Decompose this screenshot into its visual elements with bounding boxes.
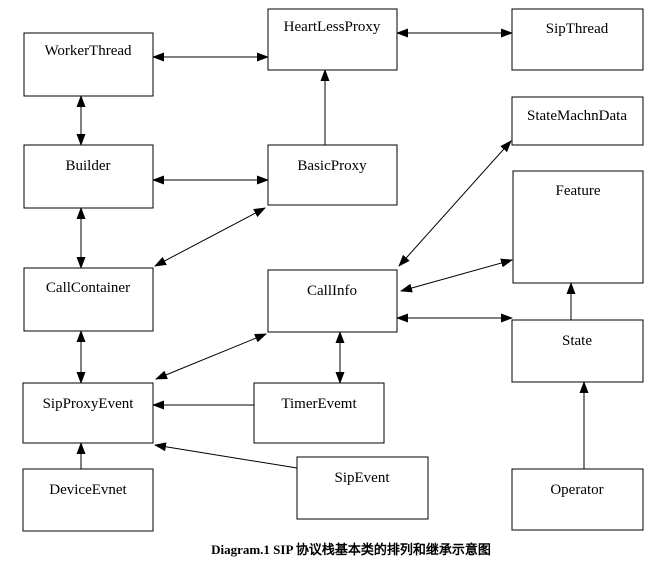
edge-sipevent-sipproxyevent [154,442,298,469]
node-basic-proxy-box [267,144,398,206]
diagram-caption: Diagram.1 SIP 协议栈基本类的排列和继承示意图 [211,542,491,557]
edge-callinfo-feature [400,258,513,293]
node-call-info-label: CallInfo [307,283,357,299]
node-sip-proxy-event-label: SipProxyEvent [43,396,135,412]
node-sip-thread-box [511,8,644,71]
node-state-label: State [562,333,592,349]
node-state-box [511,319,644,383]
node-state-machn-data-box [511,96,644,146]
node-sip-event-label: SipEvent [335,470,391,486]
node-sip-event-box [296,456,429,520]
node-builder-label: Builder [66,158,111,174]
node-worker-thread-label: WorkerThread [44,43,132,59]
node-worker-thread-box [23,32,154,97]
node-feature-label: Feature [556,183,601,199]
node-feature-box [512,170,644,284]
node-operator-label: Operator [550,482,603,498]
edge-sipproxyevent-callinfo [155,333,267,380]
node-call-container-box [23,267,154,332]
node-device-evnet-label: DeviceEvnet [49,482,127,498]
node-state-machn-data-label: StateMachnData [527,108,627,124]
edge-callinfo-statemachndata [398,140,512,267]
node-builder-box [23,144,154,209]
node-sip-thread-label: SipThread [546,21,609,37]
node-timer-evemt-box [253,382,385,444]
node-device-evnet-box [22,468,154,532]
node-sip-proxy-event-box [22,382,154,444]
node-call-container-label: CallContainer [46,280,130,296]
node-heartless-proxy-label: HeartLessProxy [284,19,381,35]
node-heartless-proxy-box [267,8,398,71]
node-operator-box [511,468,644,531]
node-timer-evemt-label: TimerEvemt [281,396,357,412]
node-call-info-box [267,269,398,333]
node-basic-proxy-label: BasicProxy [297,158,367,174]
edge-callcontainer-basicproxy [154,207,266,267]
